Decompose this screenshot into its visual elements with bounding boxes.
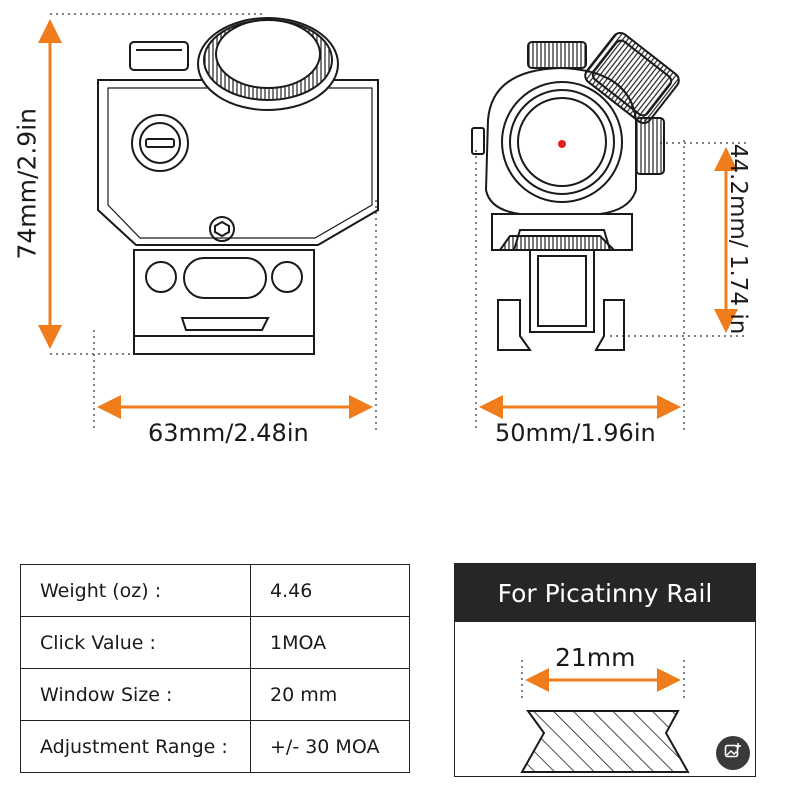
spec-label: Weight (oz) : <box>20 564 251 617</box>
rail-title: For Picatinny Rail <box>455 564 755 622</box>
table-row: Click Value : 1MOA <box>20 616 410 669</box>
spec-value: 20 mm <box>250 668 410 721</box>
picatinny-rail-profile <box>520 660 690 773</box>
table-row: Weight (oz) : 4.46 <box>20 564 410 617</box>
rail-info-box: For Picatinny Rail <box>454 563 756 777</box>
spec-label: Window Size : <box>20 668 251 721</box>
spec-label: Click Value : <box>20 616 251 669</box>
image-add-icon <box>724 742 742 764</box>
height-label-front: 44.2mm/ 1.74 in <box>725 143 752 335</box>
table-row: Window Size : 20 mm <box>20 668 410 721</box>
rail-width-label: 21mm <box>555 643 636 672</box>
front-view-sight <box>471 31 748 430</box>
spec-value: +/- 30 MOA <box>250 720 410 773</box>
side-view-sight <box>50 13 379 430</box>
width-label-side: 63mm/2.48in <box>148 419 309 447</box>
red-dot-reticle <box>558 140 566 148</box>
spec-table: Weight (oz) : 4.46 Click Value : 1MOA Wi… <box>20 564 410 773</box>
spec-value: 1MOA <box>250 616 410 669</box>
spec-label: Adjustment Range : <box>20 720 251 773</box>
image-add-button[interactable] <box>716 736 750 770</box>
spec-value: 4.46 <box>250 564 410 617</box>
height-label-side: 74mm/2.9in <box>12 108 42 260</box>
table-row: Adjustment Range : +/- 30 MOA <box>20 720 410 773</box>
width-label-front: 50mm/1.96in <box>495 419 656 447</box>
